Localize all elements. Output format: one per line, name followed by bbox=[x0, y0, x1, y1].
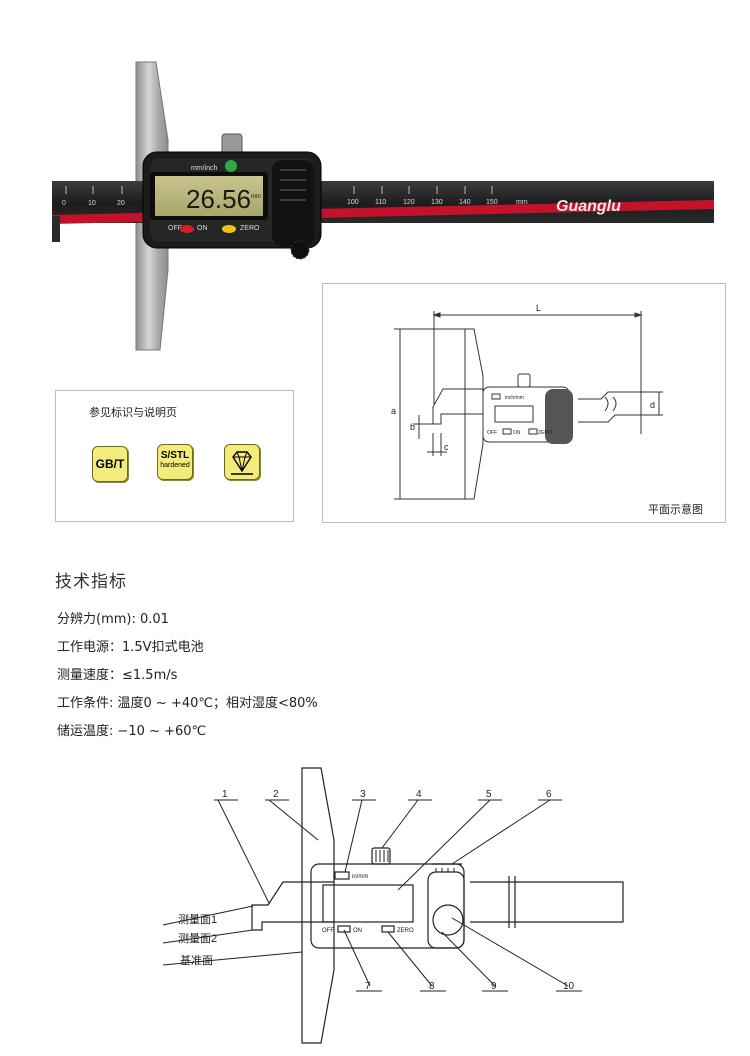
scale-right-6: mm bbox=[516, 199, 528, 206]
reference-box: 参见标识与说明页 GB/T S/STL hardened bbox=[55, 390, 294, 522]
scale-right-5: 150 bbox=[486, 199, 498, 206]
part-number-8: 8 bbox=[429, 981, 435, 992]
plan-dim-d: d bbox=[650, 400, 655, 410]
plan-dim-a: a bbox=[391, 406, 396, 416]
plan-dim-c: c bbox=[444, 442, 449, 452]
part-number-4: 4 bbox=[416, 789, 422, 800]
plan-zero-label: ZERO bbox=[538, 430, 552, 436]
scale-right-2: 120 bbox=[403, 199, 415, 206]
thumb-roller bbox=[272, 160, 314, 246]
plan-on-label: ON bbox=[513, 430, 521, 436]
badge-gbt-text: GB/T bbox=[95, 457, 125, 471]
part-number-7: 7 bbox=[365, 981, 371, 992]
badge-sstl: S/STL hardened bbox=[157, 444, 193, 480]
part-number-10: 10 bbox=[563, 981, 575, 992]
plan-roller bbox=[545, 389, 573, 444]
lcd-screen bbox=[155, 176, 263, 216]
on-off-button bbox=[180, 225, 194, 233]
scale-left-0: 0 bbox=[62, 200, 66, 207]
scale-right-1: 110 bbox=[375, 199, 386, 206]
diagram-on-label: ON bbox=[353, 928, 362, 934]
lcd-reading: 26.56 bbox=[186, 184, 251, 214]
mode-button bbox=[225, 160, 237, 172]
plan-lcd-unit: inch/mm bbox=[505, 395, 524, 401]
badge-sstl-text: S/STL bbox=[160, 450, 190, 461]
part-number-3: 3 bbox=[360, 789, 366, 800]
scale-left-2: 20 bbox=[117, 200, 125, 207]
spec-resolution: 分辨力(mm): 0.01 bbox=[57, 612, 169, 627]
zero-label: ZERO bbox=[240, 225, 260, 232]
part-number-5: 5 bbox=[486, 789, 492, 800]
label-face-1: 测量面1 bbox=[178, 913, 217, 926]
scale-left-1: 10 bbox=[88, 200, 96, 207]
off-label: OFF bbox=[168, 225, 182, 232]
badge-gbt: GB/T bbox=[92, 446, 128, 482]
spec-speed: 测量速度：≤1.5m/s bbox=[57, 668, 178, 683]
label-face-2: 测量面2 bbox=[178, 932, 217, 945]
part-number-9: 9 bbox=[491, 981, 497, 992]
zero-button bbox=[222, 225, 236, 233]
reference-title: 参见标识与说明页 bbox=[89, 406, 177, 419]
parts-diagram: 1 2 3 4 5 6 7 8 9 10 测量面1 测量面2 基准面 in/mm… bbox=[162, 767, 624, 1044]
plan-box: L a b c d inch/mm OFF ON ZERO 平面示意图 bbox=[322, 283, 726, 523]
part-number-1: 1 bbox=[222, 789, 228, 800]
badge-diamond bbox=[224, 444, 260, 480]
diagram-off-label: OFF bbox=[322, 928, 334, 934]
scale-right-0: 100 bbox=[347, 199, 359, 206]
specs-title: 技术指标 bbox=[55, 572, 127, 592]
caliper-photo: 0 10 20 100 110 120 130 140 150 mm Guang… bbox=[52, 61, 714, 351]
scale-right-3: 130 bbox=[431, 199, 443, 206]
plan-dim-L: L bbox=[536, 303, 541, 313]
badge-hardened-text: hardened bbox=[160, 462, 190, 469]
spec-storage-temperature: 储运温度: −10 ~ +60℃ bbox=[57, 724, 207, 739]
diagram-zero-label: ZERO bbox=[397, 928, 414, 934]
lcd-unit: mm bbox=[251, 194, 261, 200]
scale-right-4: 140 bbox=[459, 199, 471, 206]
on-label: ON bbox=[197, 225, 208, 232]
part-number-2: 2 bbox=[273, 789, 279, 800]
spec-power: 工作电源：1.5V扣式电池 bbox=[57, 640, 204, 655]
plan-dim-b: b bbox=[410, 422, 415, 432]
diagram-lcd-unit: in/mm bbox=[352, 874, 368, 880]
lock-screw bbox=[221, 133, 243, 155]
plan-drawing: L a b c d inch/mm OFF ON ZERO bbox=[391, 303, 663, 500]
part-number-6: 6 bbox=[546, 789, 552, 800]
plan-off-label: OFF bbox=[487, 430, 497, 436]
brand-logo: Guanglu bbox=[556, 198, 621, 215]
mode-label: mm/inch bbox=[191, 165, 218, 172]
plan-caption: 平面示意图 bbox=[648, 503, 703, 516]
label-base-face: 基准面 bbox=[180, 954, 213, 967]
diamond-icon bbox=[231, 451, 253, 475]
spec-working-conditions: 工作条件: 温度0 ~ +40℃；相对湿度<80% bbox=[57, 696, 318, 711]
